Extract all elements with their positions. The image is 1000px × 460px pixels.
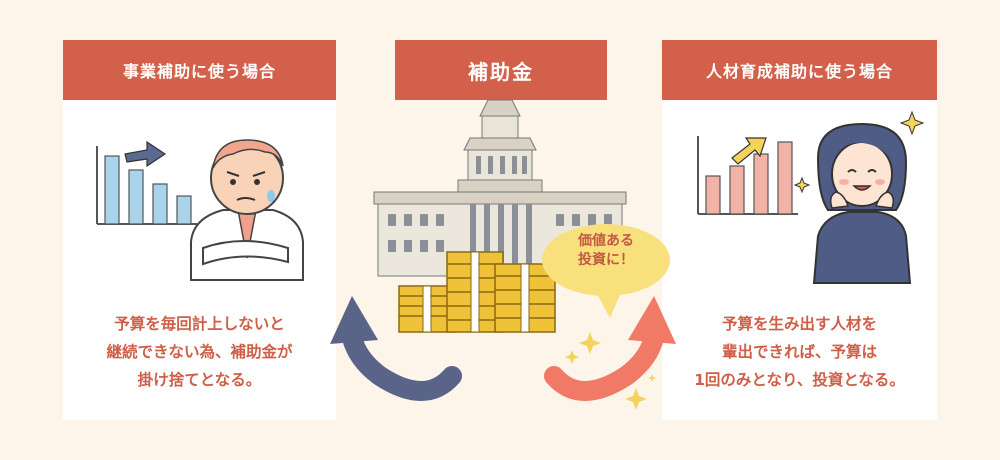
right-panel: 人材育成補助に使う場合 予算を生み出す人材を 輩出できれば、予算は 1回のみとな… <box>662 40 937 420</box>
right-panel-title: 人材育成補助に使う場合 <box>662 40 937 100</box>
bubble-line: 投資に！ <box>578 252 634 268</box>
money-stacks-illustration <box>398 251 556 333</box>
center-title: 補助金 <box>395 40 607 100</box>
left-panel: 事業補助に使う場合 予算を毎回計上しないと 継続できない為、補助金が 掛け捨てと… <box>63 40 336 420</box>
description-line: 輩出できれば、予算は <box>721 343 877 361</box>
sparkle-icons <box>565 332 656 410</box>
declining-bar-chart-illustration <box>96 140 197 225</box>
left-panel-description: 予算を毎回計上しないと 継続できない為、補助金が 掛け捨てとなる。 <box>63 310 336 394</box>
description-line: 1回のみとなり、投資となる。 <box>694 371 905 389</box>
description-line: 予算を毎回計上しないと <box>114 315 285 333</box>
speech-bubble-text: 価値ある 投資に！ <box>548 232 664 270</box>
right-curved-arrow-icon <box>544 296 676 401</box>
bubble-line: 価値ある <box>578 233 634 249</box>
speech-bubble <box>542 224 670 318</box>
rising-bar-chart-illustration <box>697 136 798 215</box>
left-curved-arrow-icon <box>330 296 462 401</box>
description-line: 継続できない為、補助金が <box>106 343 293 361</box>
description-line: 予算を生み出す人材を <box>721 315 877 333</box>
right-panel-description: 予算を生み出す人材を 輩出できれば、予算は 1回のみとなり、投資となる。 <box>662 310 937 394</box>
happy-woman-illustration <box>793 110 925 284</box>
left-panel-title: 事業補助に使う場合 <box>63 40 336 100</box>
description-line: 掛け捨てとなる。 <box>137 371 262 389</box>
worried-man-illustration <box>190 139 304 281</box>
